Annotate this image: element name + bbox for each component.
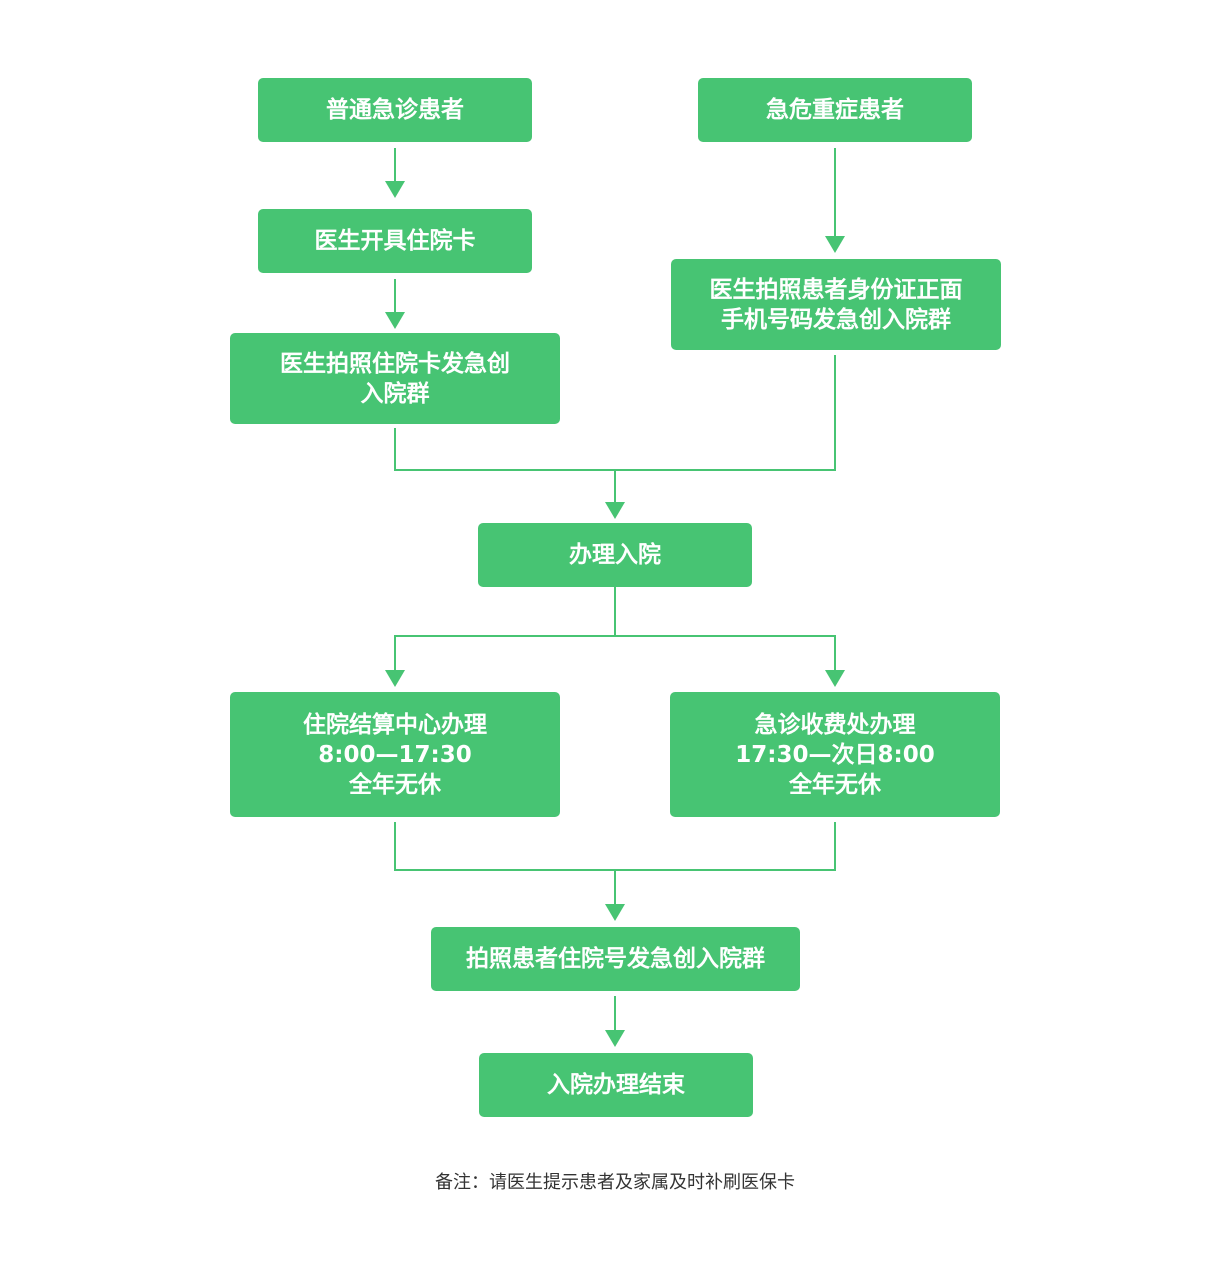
arrowhead — [825, 236, 845, 253]
connector-admission-split — [394, 587, 836, 671]
node-label-line: 医生拍照住院卡发急创 — [280, 350, 510, 377]
node-settlement-center: 住院结算中心办理 8:00—17:30 全年无休 — [230, 692, 560, 817]
node-issue-admission-card: 医生开具住院卡 — [258, 209, 532, 273]
node-photo-admission-card: 医生拍照住院卡发急创入院群 — [230, 333, 560, 424]
arrowhead — [385, 312, 405, 329]
node-label-line: 全年无休 — [349, 771, 441, 798]
arrowhead — [605, 904, 625, 921]
arrowhead — [605, 502, 625, 519]
node-label-line: 办理入院 — [569, 542, 661, 568]
node-emergency-cashier: 急诊收费处办理 17:30—次日8:00 全年无休 — [670, 692, 1000, 817]
node-admission: 办理入院 — [478, 523, 752, 587]
footnote: 备注：请医生提示患者及家属及时补刷医保卡 — [435, 1172, 795, 1193]
node-label-line: 17:30—次日8:00 — [735, 741, 935, 768]
node-label-line: 普通急诊患者 — [326, 97, 464, 123]
connector-merge-to-admission — [394, 355, 836, 503]
arrowhead — [385, 670, 405, 687]
node-photo-admission-number: 拍照患者住院号发急创入院群 — [431, 927, 800, 991]
arrowhead — [825, 670, 845, 687]
node-label-line: 全年无休 — [789, 771, 881, 798]
arrowhead — [605, 1030, 625, 1047]
node-label-line: 住院结算中心办理 — [303, 711, 487, 738]
node-label-line: 医生拍照患者身份证正面 — [709, 276, 963, 303]
node-general-emergency-patient: 普通急诊患者 — [258, 78, 532, 142]
node-label-line: 急危重症患者 — [766, 97, 904, 123]
node-photo-id-card: 医生拍照患者身份证正面手机号码发急创入院群 — [671, 259, 1001, 350]
node-label-line: 入院办理结束 — [547, 1072, 685, 1098]
node-admission-complete: 入院办理结束 — [479, 1053, 753, 1117]
node-label-line: 入院群 — [360, 380, 430, 407]
node-critical-patient: 急危重症患者 — [698, 78, 972, 142]
arrowhead — [385, 181, 405, 198]
node-label-line: 拍照患者住院号发急创入院群 — [466, 946, 765, 972]
node-label-line: 急诊收费处办理 — [754, 711, 916, 738]
connector-merge-to-photonumber — [394, 822, 836, 905]
node-label-line: 医生开具住院卡 — [314, 228, 476, 254]
node-label-line: 8:00—17:30 — [318, 741, 472, 768]
node-label-line: 手机号码发急创入院群 — [721, 306, 951, 333]
